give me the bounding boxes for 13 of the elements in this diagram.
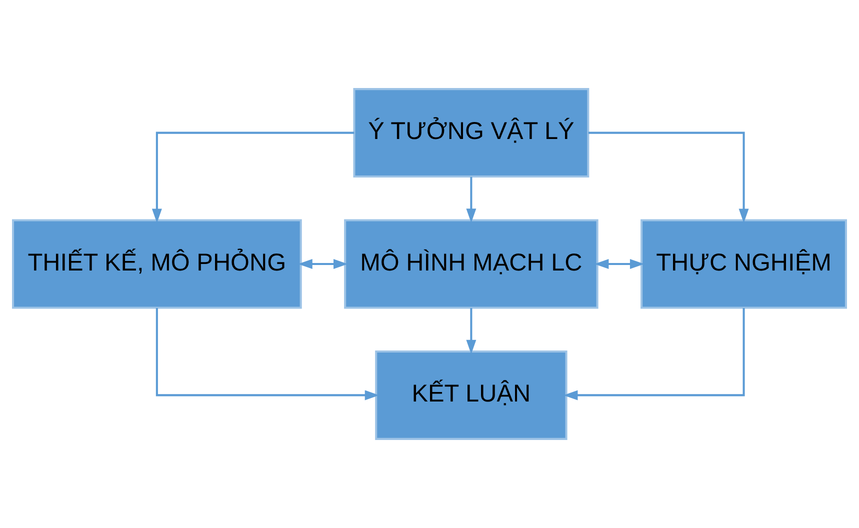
arrow [466, 308, 476, 354]
arrow [466, 176, 476, 223]
node-box: THỰC NGHIỆM [640, 219, 847, 309]
node-box: THIẾT KẾ, MÔ PHỎNG [12, 219, 302, 309]
arrow [156, 308, 380, 400]
arrow [563, 308, 745, 400]
node-box: KẾT LUẬN [375, 350, 568, 440]
node-box: Ý TƯỞNG VẬT LÝ [353, 88, 590, 178]
arrow [152, 132, 354, 224]
arrow [298, 259, 348, 269]
node-box: MÔ HÌNH MẠCH LC [344, 219, 598, 309]
arrow [588, 132, 749, 224]
arrow [594, 259, 644, 269]
